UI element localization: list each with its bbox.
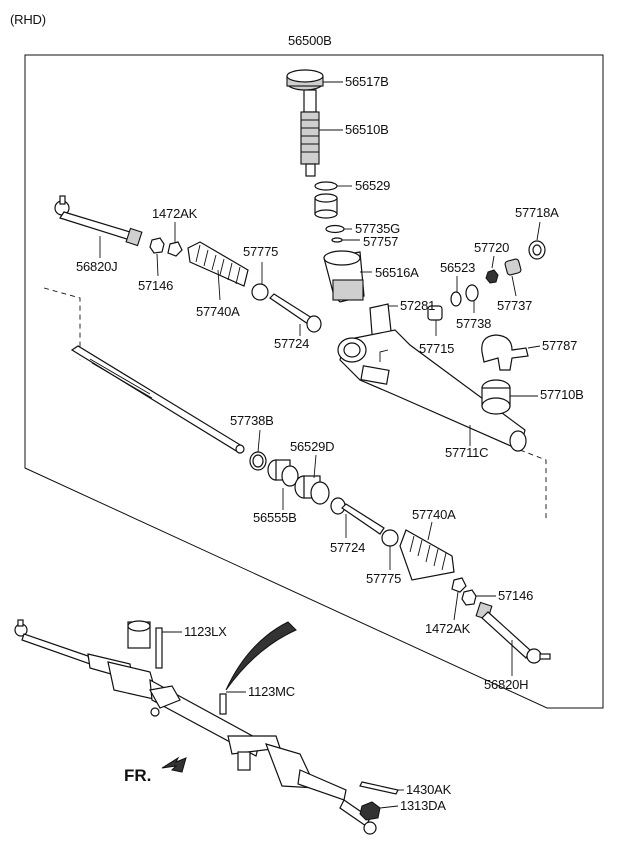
part-1313DA [359,801,399,821]
part-57724-bot [330,497,385,538]
front-direction-label: FR. [124,766,152,785]
part-56820J [54,195,143,258]
label-57281[interactable]: 57281 [400,298,436,313]
label-57738B[interactable]: 57738B [230,413,274,428]
label-56516A[interactable]: 56516A [375,265,419,280]
part-57738 [465,284,479,313]
part-56523 [450,276,462,307]
variant-label: (RHD) [10,12,46,27]
part-1472AK-bot [451,577,467,621]
part-57737 [504,258,522,297]
label-1430AK[interactable]: 1430AK [406,782,452,797]
part-bearing-cup [314,193,338,219]
part-57775-top [251,262,269,301]
part-56517B [286,69,343,91]
part-57710B [481,379,538,415]
part-57757 [331,237,360,243]
part-rack-bar [70,345,245,454]
part-57787 [481,334,541,371]
label-56529[interactable]: 56529 [355,178,391,193]
label-57146-bot[interactable]: 57146 [498,588,534,603]
part-57738B [249,429,267,471]
part-56529 [314,181,352,191]
label-57740A-top[interactable]: 57740A [196,304,240,319]
label-1472AK-bot[interactable]: 1472AK [425,621,471,636]
label-57775-bot[interactable]: 57775 [366,571,402,586]
part-1430AK [359,781,404,795]
dashed-guide-left [43,287,81,360]
label-56555B[interactable]: 56555B [253,510,297,525]
part-57711C [337,329,527,452]
label-56820J[interactable]: 56820J [76,259,118,274]
front-direction-arrow [161,756,187,773]
label-57757[interactable]: 57757 [363,234,399,249]
label-57146-top[interactable]: 57146 [138,278,174,293]
part-57718A [528,221,546,260]
part-56516A [323,250,372,303]
part-57715 [427,305,443,336]
part-57720 [485,255,499,284]
part-1472AK-top [167,222,183,257]
label-56510B[interactable]: 56510B [345,122,389,137]
label-57787[interactable]: 57787 [542,338,578,353]
part-57740A-top [187,241,249,301]
label-1123LX[interactable]: 1123LX [184,624,227,639]
assembly-boundary [24,54,604,709]
label-56820H[interactable]: 56820H [484,677,529,692]
label-57718A[interactable]: 57718A [515,205,559,220]
label-57711C[interactable]: 57711C [445,445,489,460]
label-1123MC[interactable]: 1123MC [248,684,295,699]
part-56510B [300,89,343,177]
label-57710B[interactable]: 57710B [540,387,584,402]
part-57146-top [149,237,165,277]
label-57720[interactable]: 57720 [474,240,510,255]
part-57735G [325,224,352,234]
label-57738[interactable]: 57738 [456,316,492,331]
label-57735G[interactable]: 57735G [355,221,401,236]
part-56529D [294,454,330,505]
dashed-guide-right [519,449,547,520]
part-57740A-bot [399,521,455,581]
label-57737[interactable]: 57737 [497,298,533,313]
part-57146-bot [461,589,496,606]
label-57740A-bot[interactable]: 57740A [412,507,456,522]
label-56500B[interactable]: 56500B [288,33,332,48]
label-57724-bot[interactable]: 57724 [330,540,366,555]
label-56529D[interactable]: 56529D [290,439,335,454]
assembled-steering-gear [14,619,377,835]
part-56555B [267,459,299,510]
label-1313DA[interactable]: 1313DA [400,798,446,813]
part-56820H [475,601,551,676]
label-57715[interactable]: 57715 [419,341,455,356]
part-57775-bot [381,529,399,570]
label-57775-top[interactable]: 57775 [243,244,279,259]
part-57724-top [269,293,322,336]
label-1472AK-top[interactable]: 1472AK [152,206,198,221]
label-56523[interactable]: 56523 [440,260,476,275]
label-56517B[interactable]: 56517B [345,74,389,89]
label-57724-top[interactable]: 57724 [274,336,310,351]
